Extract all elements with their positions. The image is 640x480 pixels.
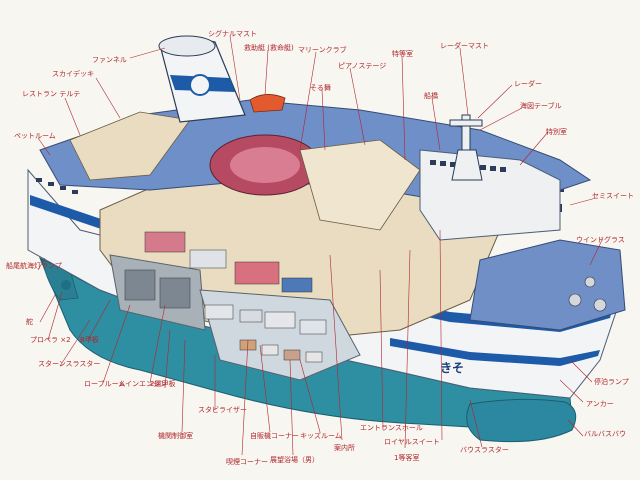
mooring-winches [568,276,607,312]
label-marine-club: マリーンクラブ [298,46,347,54]
label-stern-lamp: 船尾航海灯ランプ [6,262,62,270]
label-propeller: プロペラ ×2 [30,336,71,344]
propeller-shape [61,280,71,290]
main-engines [124,269,191,309]
leader-lines [37,35,604,456]
label-kids-room: キッズルーム [300,432,342,440]
label-window-glass: ウインドグラス [576,236,625,244]
label-bow-thruster: バウスラスター [460,446,509,454]
bulbous-bow [466,398,577,443]
label-anchor-lamp: 停泊ランプ [594,378,629,386]
lounge-area [299,139,421,231]
funnel-logo [189,74,211,96]
label-stabilizer: スタビライザー [198,406,247,414]
radar-mast [449,114,483,181]
label-low-room: ローブルーム [84,380,126,388]
foredeck [469,239,626,331]
ship-name: きそ [440,361,464,375]
hull-lower-band [390,338,600,366]
label-observation-bath: 展望浴場（男） [270,456,319,464]
label-mahjong-corner: 喫煙コーナー [226,458,268,466]
label-info: 案内所 [334,444,355,452]
label-bridge: 船橋 [424,92,438,100]
label-second-deck: 2層甲板 [150,380,176,388]
label-sky-deck: スカイデッキ [52,70,94,78]
label-vending: 自販機コーナー [250,432,299,440]
label-signal-cross: シグナルマスト [208,30,257,38]
label-bulbous-bow: バルバスバウ [584,430,626,438]
lifeboat [249,94,286,113]
funnel-top [158,35,216,57]
label-royal-suite: ロイヤルスイート [384,438,440,446]
label-lifeboat: 救助艇 (救命艇) [244,44,294,52]
label-funnel: ファンネル [92,56,127,64]
label-stern-thruster: スターンスラスター [38,360,101,368]
label-entrance-hall: エントランスホール [360,424,423,432]
label-restaurant-terrace: レストラン テルテ [22,90,81,98]
label-pet-room: ペットルーム [14,132,56,140]
label-main-engine: メインエンジン [118,380,167,388]
restaurant-terrace-area [69,111,191,181]
label-first-class: 1等客室 [394,454,420,462]
label-piano-stage: ピアノステージ [338,62,387,70]
label-steering-room: 機関制御室 [158,432,193,440]
label-sail: 舵 [26,318,33,326]
label-special-class: 特等室 [392,50,413,58]
label-b-deck: B甲板 [80,336,99,344]
theater-inner [230,147,300,183]
label-radar: レーダー [514,80,542,88]
label-grand-hall: そる舞 [310,84,331,92]
label-anchor: アンカー [586,400,614,408]
label-semi-suite: セミスイート [592,192,634,200]
vehicles [144,231,327,363]
label-sea-chart: 海図テーブル [520,102,562,110]
label-special-room: 特別室 [546,128,567,136]
label-radar-mast: レーダーマスト [440,42,489,50]
